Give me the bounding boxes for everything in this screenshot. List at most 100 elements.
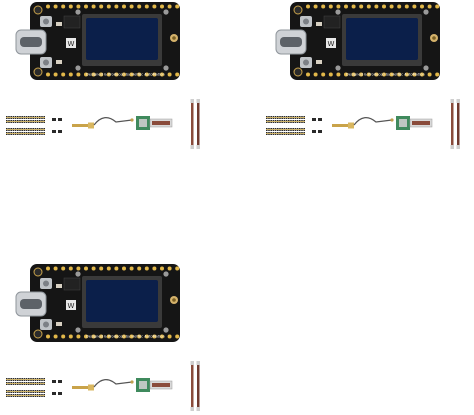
pin-pad (167, 334, 172, 339)
screw (335, 9, 341, 15)
pin-pad (144, 266, 149, 271)
pin-pad (129, 266, 134, 271)
pin-pad (435, 4, 440, 9)
pin-pad (84, 72, 88, 77)
pin-pad (359, 4, 364, 9)
svg-text:W: W (328, 40, 335, 48)
pin-pad (382, 4, 386, 9)
svg-text:W: W (68, 302, 75, 310)
pin-pad (144, 4, 149, 9)
pin-pad (68, 4, 73, 9)
pin-pad (382, 72, 386, 77)
screw (335, 65, 341, 71)
pin-pad (53, 4, 58, 9)
pin-header-strips (6, 116, 45, 135)
pin-pad (99, 334, 104, 339)
cables (450, 99, 460, 149)
pin-pad (76, 4, 81, 9)
pin-pad (427, 72, 432, 77)
dev-board: W Designed & Produced by HelTec AutoMati… (275, 2, 440, 80)
pin-pad (61, 72, 66, 77)
pin-pad (137, 72, 142, 77)
cables (190, 99, 200, 149)
silkscreen-text: Designed & Produced by HelTec AutoMation (86, 335, 165, 339)
mounting-hole (293, 5, 303, 15)
top-pin-pads (46, 4, 180, 9)
pin-pad (91, 4, 96, 9)
silkscreen-text: Designed & Produced by HelTec AutoMation (346, 73, 425, 77)
pin-pad (344, 4, 348, 9)
pin-pad (53, 266, 58, 271)
pin-pad (68, 72, 73, 77)
pin-pad (167, 72, 172, 77)
pin-pad (313, 72, 318, 77)
pin-pad (321, 4, 326, 9)
mounting-hole (33, 329, 43, 339)
pin-pad (152, 4, 157, 9)
dev-board: W Designed & Produced by HelTec AutoMati… (15, 2, 180, 80)
pin-pad (321, 72, 326, 77)
screw (423, 65, 429, 71)
pin-pad (106, 266, 111, 271)
pin-pad (122, 4, 126, 9)
pin-pad (175, 266, 180, 271)
pin-pad (99, 72, 104, 77)
pin-pad (366, 4, 371, 9)
pin-pad (114, 4, 119, 9)
product-kit-3: W Designed & Produced by HelTec AutoMati… (4, 264, 214, 414)
mounting-hole (33, 5, 43, 15)
pin-pad (313, 4, 318, 9)
pin-pad (91, 334, 96, 339)
bottom-pin-pads (306, 72, 440, 77)
pin-pad (412, 72, 417, 77)
pin-pad (61, 334, 66, 339)
screw (163, 9, 169, 15)
product-kit-2: W Designed & Produced by HelTec AutoMati… (264, 2, 474, 152)
pin-pad (68, 334, 73, 339)
pin-pad (175, 72, 180, 77)
pin-pad (427, 4, 432, 9)
pin-pad (68, 266, 73, 271)
pin-pad (366, 72, 371, 77)
oled-display (86, 280, 158, 322)
pin-pad (420, 72, 424, 77)
pin-pad (397, 4, 402, 9)
screw (75, 65, 81, 71)
dev-board: W Designed & Produced by HelTec AutoMati… (15, 264, 180, 342)
pin-pad (328, 72, 333, 77)
pin-pad (106, 4, 111, 9)
top-pin-pads (46, 266, 180, 271)
antenna-pigtail (72, 117, 134, 129)
pin-pad (389, 4, 394, 9)
pin-pad (374, 72, 379, 77)
mounting-hole (33, 267, 43, 277)
pin-pad (336, 72, 341, 77)
pin-pad (420, 4, 424, 9)
pin-pad (404, 4, 409, 9)
screw (163, 65, 169, 71)
screw (163, 327, 169, 333)
screw (423, 9, 429, 15)
kit-illustration: W Designed & Produced by HelTec AutoMati… (6, 264, 200, 411)
kit-illustration: W Designed & Produced by HelTec AutoMati… (6, 2, 200, 149)
pin-pad (53, 72, 58, 77)
pin-pad (46, 4, 50, 9)
pin-pad (114, 266, 119, 271)
pin-pad (114, 334, 119, 339)
pin-header-strips (6, 378, 45, 397)
pin-pad (397, 72, 402, 77)
screw (75, 9, 81, 15)
pin-pad (144, 72, 149, 77)
cable-connector (136, 378, 173, 392)
pin-header-strips (266, 116, 305, 135)
pin-pad (435, 72, 440, 77)
pin-pad (152, 334, 157, 339)
pin-pad (328, 4, 333, 9)
screw (163, 271, 169, 277)
pin-pad (76, 266, 81, 271)
pin-pad (412, 4, 417, 9)
jumpers (312, 118, 322, 133)
pin-pad (76, 334, 81, 339)
pin-pad (53, 334, 58, 339)
pin-pad (160, 266, 164, 271)
